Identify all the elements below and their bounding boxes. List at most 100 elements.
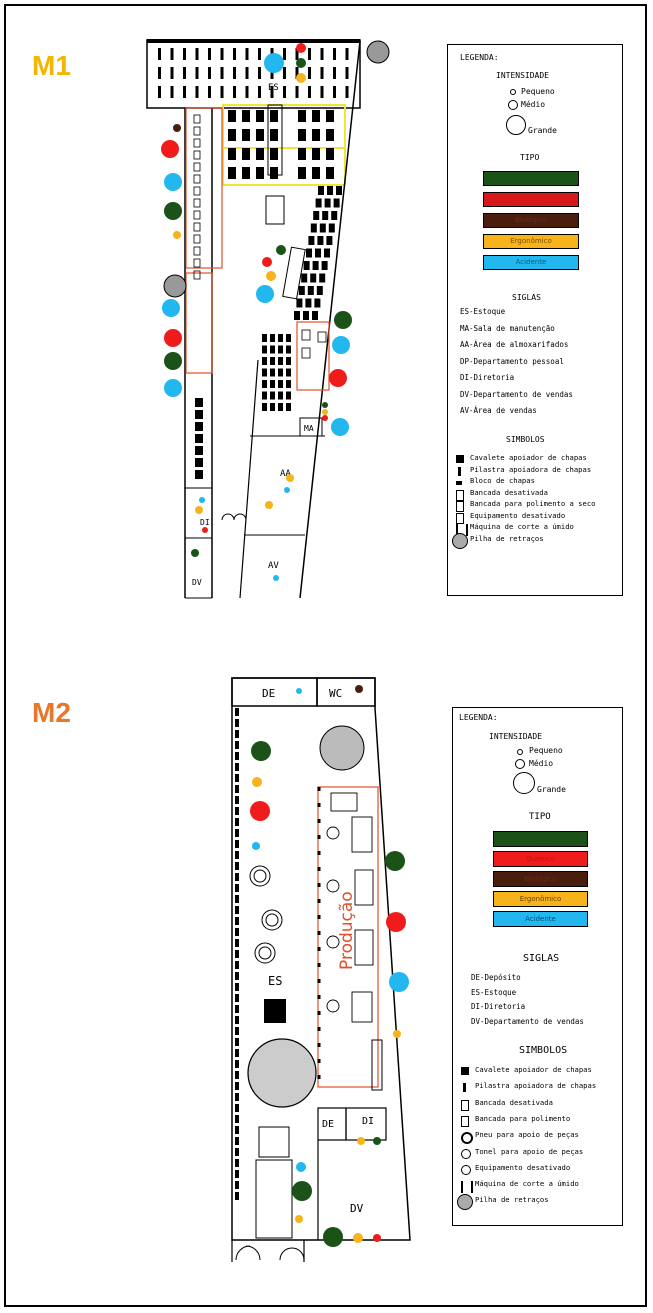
risk-marker bbox=[373, 1234, 381, 1242]
block-grid-es bbox=[228, 110, 334, 179]
slab-block bbox=[308, 236, 315, 245]
risk-marker bbox=[264, 53, 284, 73]
symbol-label: Bancada desativada bbox=[470, 487, 548, 497]
intensity-medium-label: Médio bbox=[521, 100, 546, 109]
tire bbox=[249, 865, 271, 887]
risk-marker bbox=[373, 1137, 381, 1145]
slab-block bbox=[306, 248, 312, 258]
slab-block bbox=[242, 148, 250, 160]
symbol-label: Bloco de chapas bbox=[470, 476, 535, 485]
slab-block bbox=[286, 368, 291, 377]
intensity-large-icon bbox=[513, 772, 535, 794]
slab-block bbox=[270, 403, 275, 411]
slab-block bbox=[286, 391, 291, 400]
intensity-large-label: Grande bbox=[537, 785, 566, 794]
type-fisico: Físico bbox=[483, 171, 579, 186]
type-ergonomico: Ergonômico bbox=[483, 234, 579, 249]
risk-marker bbox=[164, 379, 182, 397]
barrel bbox=[326, 879, 340, 893]
barrel bbox=[326, 999, 340, 1013]
slab-block bbox=[313, 211, 320, 220]
legend-title: LEGENDA: bbox=[459, 713, 498, 722]
slab-block bbox=[286, 334, 291, 342]
sigla-item: DE-Depósito bbox=[471, 973, 521, 982]
rack-pillar bbox=[208, 86, 211, 98]
symbol-label: Pilha de retraços bbox=[470, 533, 544, 543]
rack-pillar bbox=[345, 48, 349, 60]
slab-block bbox=[312, 110, 320, 122]
slab-block bbox=[278, 357, 283, 365]
slab-block bbox=[298, 110, 306, 122]
slab-block bbox=[256, 167, 264, 179]
slab-block bbox=[270, 167, 278, 179]
slab-block bbox=[310, 223, 317, 233]
slab-block bbox=[331, 211, 338, 220]
bench bbox=[193, 258, 201, 268]
siglas-title: SIGLAS bbox=[512, 293, 541, 302]
polishing-bench bbox=[351, 816, 373, 853]
type-quimico: Químico bbox=[493, 851, 588, 867]
risk-marker bbox=[286, 474, 294, 482]
slab-block bbox=[296, 298, 303, 308]
legend-symbol-icon bbox=[458, 466, 461, 476]
slab-block bbox=[195, 398, 203, 407]
risk-marker bbox=[273, 575, 279, 581]
rack-pillar bbox=[333, 48, 336, 60]
sigla-item: DV-Departamento de vendas bbox=[460, 389, 573, 399]
symbol-label: Pilastra apoiadora de chapas bbox=[475, 1081, 597, 1091]
bench bbox=[193, 126, 201, 136]
production-zone bbox=[317, 786, 379, 1088]
sigla-item: DP-Departamento pessoal bbox=[460, 356, 564, 366]
symbol-label: Equipamento desativado bbox=[475, 1162, 571, 1172]
sigla-item: DV-Departamento de vendas bbox=[471, 1016, 584, 1026]
intensity-title: INTENSIDADE bbox=[496, 71, 549, 80]
symbol-label: Pilha de retraços bbox=[475, 1195, 549, 1205]
risk-marker bbox=[284, 487, 290, 493]
label-di-m2: DI bbox=[362, 1116, 374, 1127]
rack-pillar bbox=[308, 48, 311, 60]
type-biologico: Biológico bbox=[483, 213, 579, 228]
sigla-item: DI-Diretoria bbox=[460, 373, 515, 382]
rack-pillar bbox=[208, 67, 211, 79]
bench bbox=[193, 198, 201, 208]
risk-marker bbox=[332, 336, 350, 354]
tire bbox=[254, 942, 276, 964]
risk-marker bbox=[296, 688, 302, 694]
tires-m2 bbox=[249, 865, 283, 964]
risk-marker bbox=[256, 285, 274, 303]
risk-marker bbox=[262, 257, 272, 267]
slab-block bbox=[298, 148, 306, 160]
label-di: DI bbox=[200, 518, 210, 527]
tire-inner bbox=[265, 913, 279, 927]
rack-pillar bbox=[170, 48, 174, 60]
siglas-title: SIGLAS bbox=[523, 953, 560, 964]
risk-marker bbox=[393, 1030, 401, 1038]
bench bbox=[193, 150, 201, 160]
cutting-machine bbox=[371, 1039, 383, 1091]
label-es-m2: ES bbox=[268, 974, 282, 988]
symbols-title: SIMBOLOS bbox=[519, 1045, 568, 1056]
intensity-large-label: Grande bbox=[528, 126, 557, 135]
risk-marker bbox=[191, 549, 199, 557]
slab-block bbox=[298, 286, 305, 295]
slab-block bbox=[195, 458, 203, 467]
slab-block bbox=[262, 403, 267, 411]
risk-marker bbox=[251, 741, 271, 761]
block-grid-diagonal bbox=[262, 186, 342, 411]
slab-block bbox=[312, 148, 320, 160]
rack-pillar bbox=[320, 67, 324, 79]
slab-block bbox=[270, 357, 275, 365]
intensity-small-label: Pequeno bbox=[521, 87, 555, 96]
label-de-bottom: DE bbox=[322, 1119, 334, 1130]
risk-markers-m2 bbox=[250, 685, 409, 1247]
slab-block bbox=[321, 261, 328, 270]
dp-zone bbox=[185, 107, 223, 269]
rack-pillar bbox=[283, 67, 286, 79]
risk-marker bbox=[173, 124, 181, 132]
slab-block bbox=[278, 345, 283, 354]
slab-block bbox=[315, 248, 321, 258]
sigla-item: ES-Estoque bbox=[471, 987, 517, 997]
label-ma: MA bbox=[304, 424, 314, 433]
rack-pillar bbox=[195, 48, 199, 60]
slab-block bbox=[322, 211, 329, 220]
